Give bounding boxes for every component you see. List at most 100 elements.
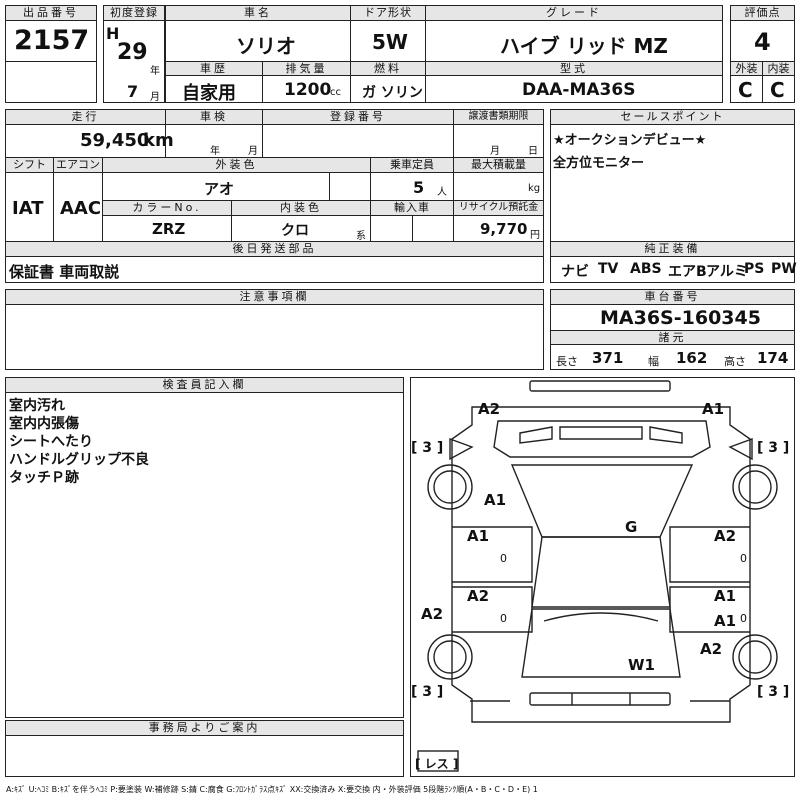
- first-reg-label: 初度登録: [103, 5, 165, 21]
- interior-color: クロ: [281, 223, 309, 239]
- equipment-item: PS: [744, 261, 765, 277]
- width: 162: [676, 349, 708, 367]
- zero-mark: 0: [740, 612, 747, 625]
- equipment-item: TV: [598, 261, 619, 277]
- capacity: 5: [413, 178, 425, 197]
- capacity-unit: 人: [437, 187, 447, 198]
- equipment-item: PW: [771, 261, 797, 277]
- equipment-box: [550, 256, 795, 283]
- spare-mark: [ レス ]: [415, 757, 459, 771]
- car-damage-diagram: [417, 380, 778, 772]
- car-name-label: 車名: [165, 5, 351, 21]
- zero-mark: 0: [740, 552, 747, 565]
- model: DAA-MA36S: [522, 80, 636, 100]
- history: 自家用: [182, 83, 236, 104]
- office-box: [5, 735, 404, 777]
- sales-label: セールスポイント: [550, 109, 795, 125]
- chassis-label: 車台番号: [550, 289, 795, 305]
- reg-no-label: 登録番号: [262, 109, 454, 125]
- damage-mark: A1: [467, 527, 490, 545]
- damage-mark: G: [625, 518, 638, 536]
- damage-mark: A2: [467, 587, 490, 605]
- recycle-label: リサイクル預託金: [453, 200, 544, 216]
- caution-box: [5, 304, 544, 370]
- damage-mark: A2: [714, 527, 737, 545]
- tire-mark: [ 3 ]: [757, 440, 790, 456]
- damage-mark: A1: [714, 587, 737, 605]
- damage-mark: A1: [714, 612, 737, 630]
- color: アオ: [204, 180, 235, 198]
- color-no: ZRZ: [152, 220, 186, 238]
- lot-no: 2157: [14, 25, 90, 56]
- import-box-2: [412, 215, 454, 242]
- mileage: 59,450: [80, 130, 150, 151]
- color-label: 外装色: [102, 157, 371, 173]
- month-unit: 月: [150, 92, 160, 103]
- era: H: [106, 24, 120, 43]
- office-label: 事務局よりご案内: [5, 720, 404, 736]
- damage-mark: A1: [484, 491, 507, 509]
- insp-month-unit: 月: [248, 146, 258, 157]
- height-label: 高さ: [724, 355, 746, 368]
- ac-label: エアコン: [53, 157, 103, 173]
- interior-unit: 系: [356, 231, 366, 242]
- grade: ハイブ リッド MZ: [500, 34, 668, 58]
- shift: IAT: [12, 198, 44, 219]
- legend: A:ｷｽﾞ U:ﾍｺﾐ B:ｷｽﾞを伴うﾍｺﾐ P:要塗装 W:補修跡 S:錆 …: [6, 785, 538, 794]
- recycle-unit: 円: [530, 230, 540, 241]
- height: 174: [757, 349, 789, 367]
- zero-mark: 0: [500, 612, 507, 625]
- later-items: 保証書 車両取説: [9, 263, 120, 281]
- zero-mark: 0: [500, 552, 507, 565]
- displacement: 1200: [284, 80, 332, 100]
- car-name: ソリオ: [236, 34, 296, 58]
- chassis-no: MA36S-160345: [600, 307, 761, 329]
- equipment-item: ABS: [630, 261, 662, 277]
- color-sub-box: [329, 172, 371, 201]
- inspector-box: [5, 392, 404, 718]
- reg-month: 7: [127, 82, 139, 101]
- model-box: [425, 75, 723, 103]
- insp-year-unit: 年: [210, 146, 220, 157]
- equipment-label: 純正装備: [550, 241, 795, 257]
- ext-label: 外装: [730, 61, 763, 76]
- ac: AAC: [60, 198, 102, 219]
- sales-point: ★オークションデビュー★: [553, 133, 707, 148]
- length-label: 長さ: [556, 355, 578, 368]
- tire-mark: [ 3 ]: [411, 684, 444, 700]
- sales-point: 全方位モニター: [553, 156, 645, 171]
- load-label: 最大積載量: [453, 157, 544, 173]
- recycle: 9,770: [480, 220, 528, 238]
- reg-no-box: [262, 124, 454, 158]
- inspector-note: ハンドルグリップ不良: [9, 452, 149, 468]
- inspector-note: シートへたり: [9, 434, 93, 450]
- capacity-label: 乗車定員: [370, 157, 454, 173]
- score-label: 評価点: [730, 5, 795, 21]
- fuel: ガ ソリン: [362, 85, 423, 101]
- mileage-label: 走行: [5, 109, 166, 125]
- color-no-label: カラーNo.: [102, 200, 232, 216]
- later-label: 後日発送部品: [5, 241, 544, 257]
- damage-mark: A2: [478, 400, 501, 418]
- dims-box: [550, 344, 795, 370]
- inspector-note: 室内汚れ: [9, 398, 65, 414]
- damage-mark: A2: [700, 640, 723, 658]
- length: 371: [592, 349, 624, 367]
- shift-label: シフト: [5, 157, 54, 173]
- import-box: [370, 215, 413, 242]
- inspection-label: 車検: [165, 109, 263, 125]
- caution-label: 注意事項欄: [5, 289, 544, 305]
- reg-year: 29: [117, 40, 148, 65]
- ext-grade: C: [738, 78, 753, 102]
- load-unit: kg: [528, 183, 541, 194]
- tr-month-unit: 月: [490, 146, 500, 157]
- door: 5W: [372, 30, 408, 54]
- damage-mark: A1: [702, 400, 725, 418]
- lot-no-label: 出品番号: [5, 5, 97, 21]
- year-unit: 年: [150, 66, 160, 77]
- equipment-item: ナビ: [561, 264, 589, 280]
- inspector-note: 室内内張傷: [9, 416, 79, 432]
- later-box: [5, 256, 544, 283]
- transfer-label: 譲渡書類期限: [453, 109, 544, 125]
- damage-diagram-frame: [410, 377, 795, 777]
